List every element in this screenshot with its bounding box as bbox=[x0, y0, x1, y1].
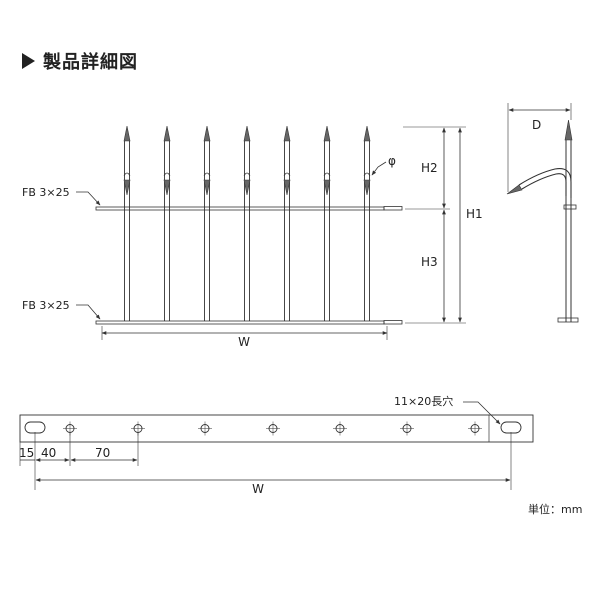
fb-bottom-label: FB 3×25 bbox=[22, 299, 70, 312]
triangle-right-icon bbox=[22, 53, 35, 69]
side-hook bbox=[521, 173, 567, 196]
picket bbox=[323, 125, 331, 321]
picket-spike bbox=[163, 125, 171, 142]
picket-hook-spike bbox=[163, 179, 171, 196]
dim-70-label: 70 bbox=[95, 446, 110, 460]
picket bbox=[203, 125, 211, 321]
picket-spike bbox=[363, 125, 371, 142]
front-view: FB 3×25 FB 3×25 φ W bbox=[22, 125, 403, 349]
picket-hook-spike bbox=[283, 179, 291, 196]
picket bbox=[123, 125, 131, 321]
picket-hook-spike bbox=[123, 179, 131, 196]
side-hook-spike bbox=[506, 184, 523, 195]
height-dimensions: H2 H3 H1 bbox=[403, 126, 483, 324]
picket-hook-spike bbox=[203, 179, 211, 196]
slot-leader bbox=[463, 401, 501, 425]
top-flat-bar bbox=[95, 206, 385, 211]
bolt-hole bbox=[333, 421, 347, 436]
bottom-bar-tab bbox=[383, 320, 403, 325]
picket bbox=[283, 125, 291, 321]
pickets bbox=[123, 125, 371, 321]
picket-hook-spike bbox=[323, 179, 331, 196]
picket-hook-spike bbox=[363, 179, 371, 196]
unit-note: 単位：mm bbox=[528, 502, 582, 516]
w-top-label: W bbox=[238, 335, 250, 349]
side-base-plate bbox=[557, 317, 579, 323]
picket bbox=[243, 125, 251, 321]
h3-label: H3 bbox=[421, 255, 438, 269]
picket-spike bbox=[283, 125, 291, 142]
picket bbox=[363, 125, 371, 321]
bolt-hole bbox=[266, 421, 280, 436]
flat-bar-outline bbox=[19, 414, 534, 443]
h2-label: H2 bbox=[421, 161, 438, 175]
side-spike-top bbox=[564, 119, 573, 141]
bottom-flat-bar bbox=[95, 320, 385, 325]
picket-hook-spike bbox=[243, 179, 251, 196]
side-top-bracket bbox=[563, 204, 577, 210]
flat-bar-plan: 11×20長穴 15 40 70 W bbox=[19, 394, 534, 496]
section-heading: 製品詳細図 bbox=[22, 48, 138, 74]
h1-label: H1 bbox=[466, 207, 483, 221]
phi-label: φ bbox=[388, 154, 396, 168]
fb-top-leader bbox=[76, 191, 101, 206]
picket-spike bbox=[203, 125, 211, 142]
d-label: D bbox=[532, 118, 541, 132]
picket-spike bbox=[123, 125, 131, 142]
side-hook-outer bbox=[518, 167, 572, 198]
dim-15-label: 15 bbox=[19, 446, 34, 460]
bolt-hole bbox=[468, 421, 482, 436]
bolt-holes bbox=[63, 421, 482, 436]
w-bottom-label: W bbox=[252, 482, 264, 496]
slot-label: 11×20長穴 bbox=[394, 394, 453, 408]
heading-title: 製品詳細図 bbox=[43, 52, 138, 73]
dim-40-label: 40 bbox=[41, 446, 56, 460]
slot-left bbox=[24, 421, 46, 434]
fb-top-label: FB 3×25 bbox=[22, 186, 70, 199]
side-view: D bbox=[506, 103, 579, 323]
bolt-hole bbox=[198, 421, 212, 436]
picket-spike bbox=[323, 125, 331, 142]
picket-spike bbox=[243, 125, 251, 142]
picket bbox=[163, 125, 171, 321]
fb-bottom-leader bbox=[76, 304, 101, 320]
top-bar-tab bbox=[383, 206, 403, 211]
slot-right bbox=[500, 421, 522, 434]
phi-leader bbox=[371, 161, 387, 176]
bolt-hole bbox=[400, 421, 414, 436]
